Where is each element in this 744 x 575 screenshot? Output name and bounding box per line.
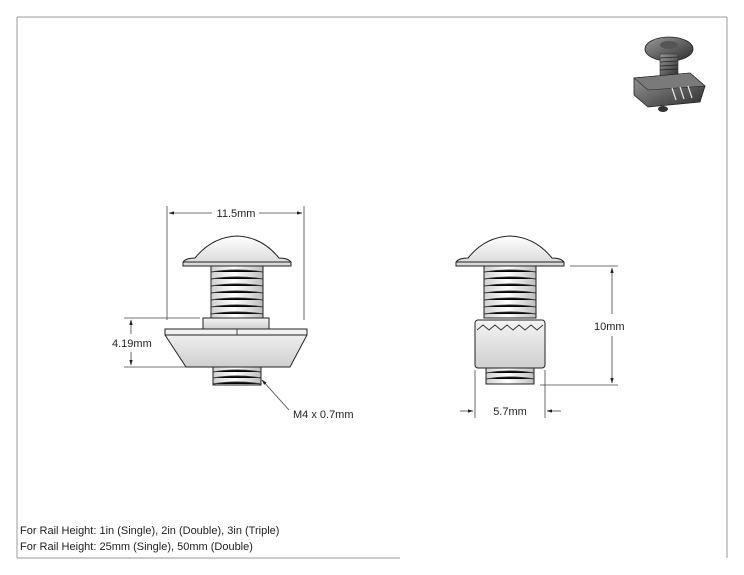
dim-nut-height <box>124 317 200 368</box>
dim-thread-label: M4 x 0.7mm <box>293 409 354 421</box>
dim-total-length-label: 10mm <box>594 321 625 333</box>
dim-collar-width <box>460 370 561 418</box>
dim-thread-leader <box>261 379 290 411</box>
thread-lines-right <box>483 269 537 315</box>
thread-lines-upper <box>210 269 264 315</box>
front-view-bolt-with-tnut <box>164 235 308 386</box>
dim-total-length <box>540 265 618 386</box>
rail-height-note-imperial: For Rail Height: 1in (Single), 2in (Doub… <box>20 525 280 537</box>
side-view-bolt-with-collar <box>455 235 565 385</box>
dim-collar-width-label: 5.7mm <box>493 406 527 418</box>
bolt-and-tnut-3d-icon <box>633 36 706 112</box>
sheet-border <box>16 16 728 559</box>
dim-head-width <box>166 206 305 320</box>
rail-height-note-metric: For Rail Height: 25mm (Single), 50mm (Do… <box>20 541 253 553</box>
dim-nut-height-label: 4.19mm <box>112 338 152 350</box>
dim-head-width-label: 11.5mm <box>217 208 256 220</box>
